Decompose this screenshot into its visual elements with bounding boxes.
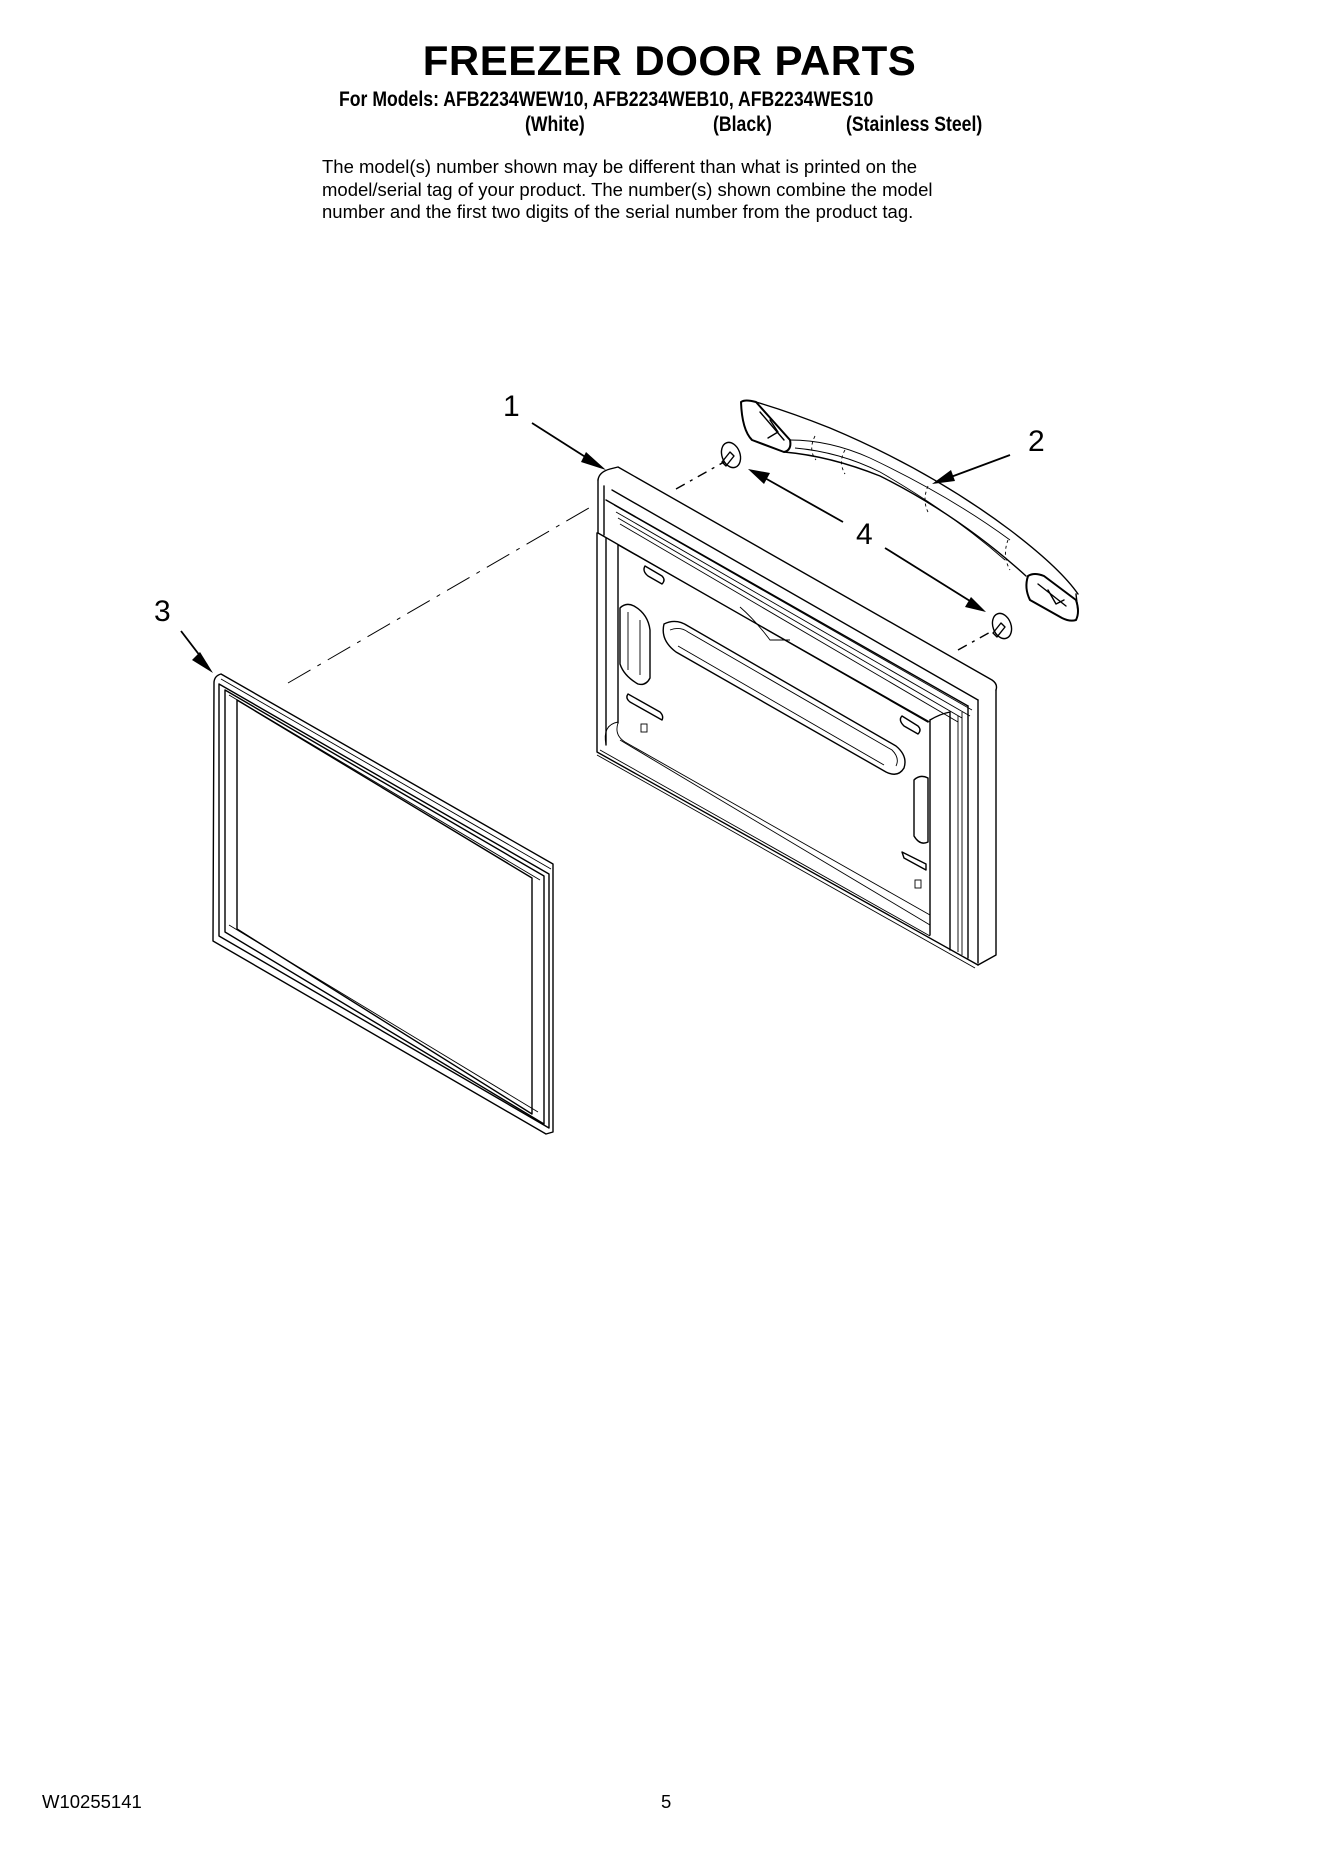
callout-label-1: 1 [503,390,520,423]
callout-label-2: 2 [1028,425,1045,458]
document-number: W10255141 [42,1791,142,1812]
door-handle-drawing [740,399,1079,622]
model-number-white: AFB2234WEW10, [443,88,589,111]
model-number-stainless: AFB2234WES10 [737,88,874,111]
page-number: 5 [661,1791,672,1812]
callout-arrow-4-lower [884,547,986,612]
screw-lower-drawing [957,612,1013,651]
screw-upper-drawing [675,441,742,490]
page-title: FREEZER DOOR PARTS [422,37,917,84]
model-number-black: AFB2234WEB10, [592,88,734,111]
freezer-door-drawing [596,466,998,969]
alignment-line [287,504,595,684]
callout-arrow-3 [180,630,213,673]
callout-arrow-2 [932,454,1011,484]
disclaimer-line: The model(s) number shown may be differe… [322,156,918,177]
disclaimer-line: number and the first two digits of the s… [322,201,914,222]
model-color-black: (Black) [713,113,772,136]
callout-arrow-1 [531,422,606,470]
callout-label-4: 4 [856,518,873,551]
callout-label-3: 3 [154,595,171,628]
model-color-white: (White) [525,113,585,136]
models-prefix: For Models: [339,88,439,111]
callout-arrow-4-upper [748,469,844,523]
disclaimer-line: model/serial tag of your product. The nu… [322,178,933,200]
door-gasket-drawing [212,673,554,1135]
model-number-disclaimer: The model(s) number shown may be differe… [322,156,932,224]
model-color-stainless: (Stainless Steel) [846,113,983,136]
